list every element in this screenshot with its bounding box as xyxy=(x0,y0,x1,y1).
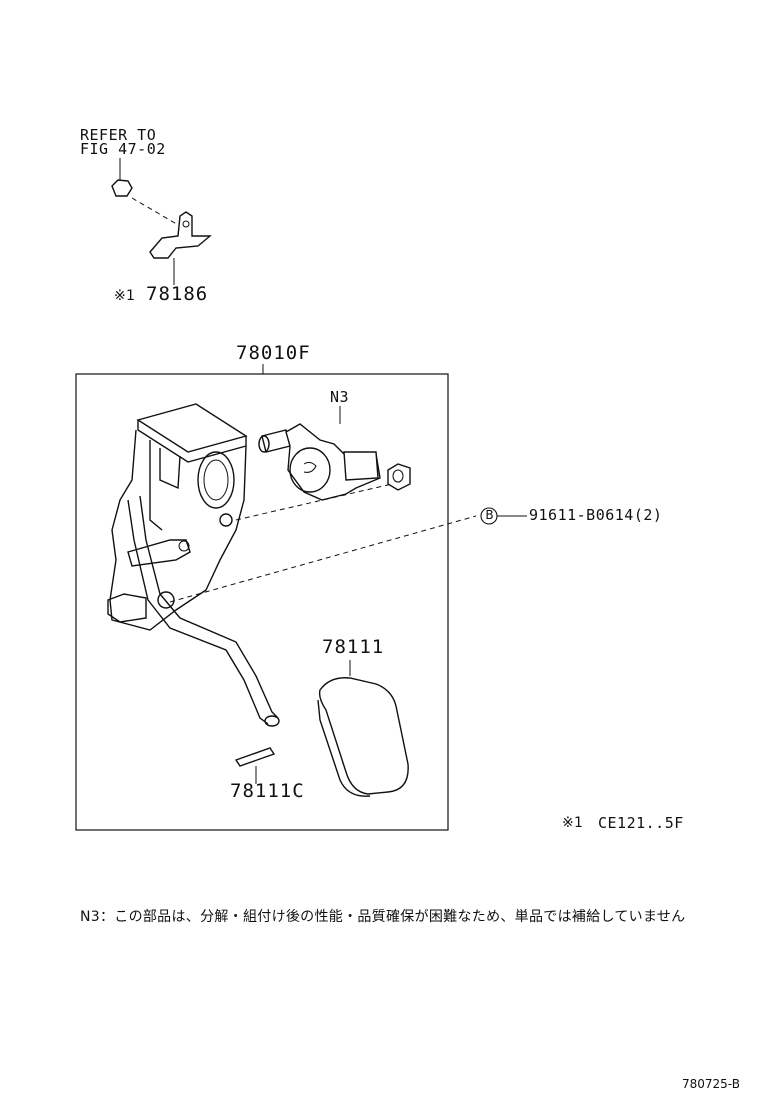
assembly-box xyxy=(75,373,449,831)
bracket-78186-drawing xyxy=(111,158,212,285)
part-91611-label: 91611-B0614(2) xyxy=(529,506,663,524)
part-n3-label: N3 xyxy=(330,388,350,406)
part-78010f-label: 78010F xyxy=(236,342,311,364)
part-78186-label: 78186 xyxy=(146,283,209,305)
bracket-mark: ※1 xyxy=(114,288,136,304)
legend-code: CE121..5F xyxy=(598,814,684,832)
n3-footnote: N3：この部品は、分解・組付け後の性能・品質確保が困難なため、単品では補給してい… xyxy=(80,909,686,925)
pad-78111-drawing xyxy=(317,660,409,797)
refer-to-label: REFER TO xyxy=(80,126,157,144)
pin-78111c-drawing xyxy=(234,747,276,784)
part-78111-label: 78111 xyxy=(322,636,385,658)
part-78111c-label: 78111C xyxy=(230,780,305,802)
refer-fig-label: FIG 47-02 xyxy=(80,140,166,158)
pedal-arm-drawing xyxy=(107,403,280,727)
figure-id: 780725-B xyxy=(682,1077,740,1091)
bolt-callout-letter: B xyxy=(485,508,494,522)
legend-mark: ※1 xyxy=(562,815,584,831)
sensor-n3-drawing xyxy=(258,406,411,501)
